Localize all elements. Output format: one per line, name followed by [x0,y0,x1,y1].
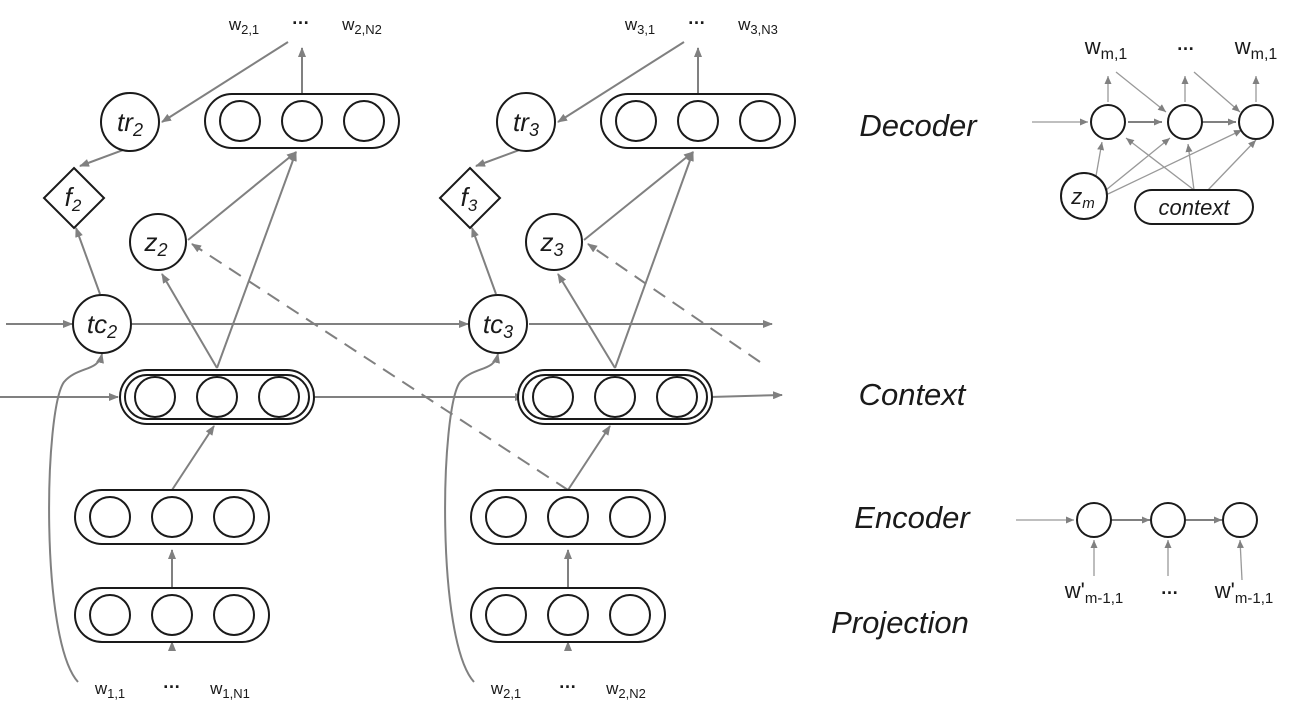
input-ellipsis: … [163,672,182,692]
svg-text:tr2: tr2 [117,107,143,140]
svg-text:tc2: tc2 [87,309,117,342]
f-node: f2 [42,166,106,230]
output-word-last: w3,N3 [737,15,778,37]
f-node: f3 [438,166,502,230]
context-layer [517,369,713,425]
tr-node: tr3 [496,92,556,152]
projection-layer [74,587,270,643]
tr-node: tr2 [100,92,160,152]
decoder-ellipsis: … [1177,34,1196,54]
encoder-layer [470,489,666,545]
svg-text:f2: f2 [65,182,82,215]
input-word-last: w2,N2 [605,679,646,701]
svg-text:z3: z3 [539,227,563,260]
encoder-layer [74,489,270,545]
z-node: z2 [129,213,187,271]
output-word-first: w3,1 [624,15,655,37]
decoder-layer [204,93,400,149]
section-label-projection: Projection [831,605,969,640]
input-word-first: w2,1 [490,679,521,701]
decoder-output-first: wm,1 [1084,34,1128,63]
output-ellipsis: … [292,8,311,28]
z-m-label: zm [1070,184,1095,212]
encoder-input-first: w'm-1,1 [1064,578,1123,607]
section-label-context: Context [859,377,967,412]
output-word-first: w2,1 [228,15,259,37]
section-label-encoder: Encoder [854,500,971,535]
svg-text:tc3: tc3 [483,309,513,342]
input-word-first: w1,1 [94,679,125,701]
input-word-last: w1,N1 [209,679,250,701]
context-label: context [1159,195,1231,220]
time-step-2: tc3 z3 tr3 f3 w3,1 … w3,N3 w2,1 … w2,N2 [438,8,796,701]
time-step-1: tc2 z2 tr2 f2 w2,1 … w2,N2 w1,1 … w1,N1 [42,8,400,701]
svg-text:tr3: tr3 [513,107,539,140]
encoder-ellipsis: … [1161,578,1180,598]
output-word-last: w2,N2 [341,15,382,37]
context-layer [119,369,315,425]
output-ellipsis: … [688,8,707,28]
svg-text:f3: f3 [461,182,478,215]
tc-node: tc3 [468,294,528,354]
section-label-decoder: Decoder [859,108,978,143]
projection-layer [470,587,666,643]
decoder-detail: zm context wm,1 … wm,1 [1060,34,1278,225]
encoder-input-last: w'm-1,1 [1214,578,1273,607]
encoder-detail: w'm-1,1 … w'm-1,1 [1064,502,1273,607]
tc-node: tc2 [72,294,132,354]
decoder-layer [600,93,796,149]
input-ellipsis: … [559,672,578,692]
connections [0,41,1260,683]
decoder-output-last: wm,1 [1234,34,1278,63]
svg-text:z2: z2 [143,227,167,260]
z-node: z3 [525,213,583,271]
